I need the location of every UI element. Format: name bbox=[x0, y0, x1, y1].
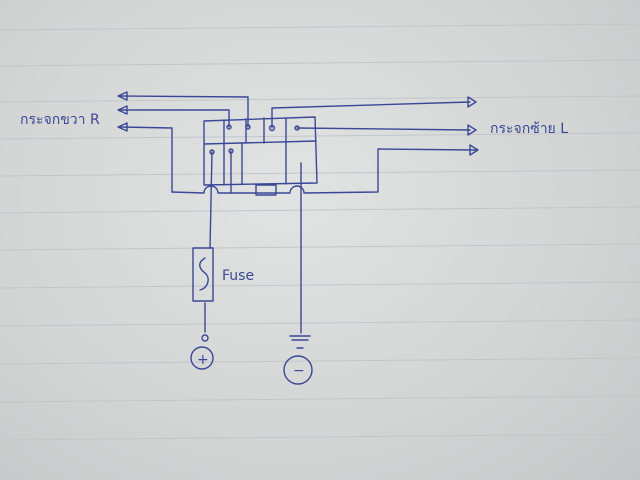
ruled-lines bbox=[0, 23, 640, 441]
arrow-heads bbox=[117, 91, 479, 156]
fuse-label: Fuse bbox=[222, 268, 254, 284]
positive-terminal bbox=[190, 346, 214, 370]
negative-terminal bbox=[283, 355, 313, 385]
positive-label: + bbox=[197, 352, 209, 368]
negative-label: − bbox=[293, 363, 305, 379]
fuse-symbol bbox=[192, 247, 214, 342]
ground-symbol bbox=[289, 335, 311, 349]
mirror-left-label: กระจกซ้าย L bbox=[490, 121, 568, 137]
wires bbox=[119, 95, 477, 334]
mirror-right-label: กระจกขวา R bbox=[20, 112, 100, 128]
